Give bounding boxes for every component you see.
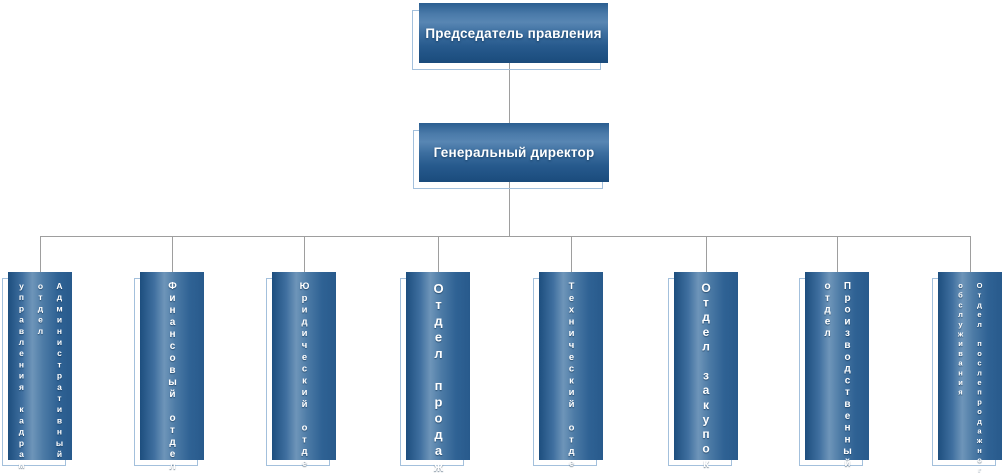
connector-drop-3	[304, 236, 305, 272]
org-node-technical-dept[interactable]: Технический отдел	[533, 272, 603, 473]
node-box: Производственный отдел	[805, 272, 869, 470]
org-node-purchasing-dept[interactable]: Отдел закупок	[668, 272, 738, 471]
node-box: Отдел продаж	[406, 272, 470, 473]
org-node-chairman[interactable]: Председатель правления	[412, 3, 608, 70]
node-label: Производственный отдел	[822, 281, 853, 470]
node-box: Генеральный директор	[419, 123, 609, 182]
node-label: Административный отдел управления кадрам…	[16, 281, 65, 473]
node-box: Отдел закупок	[674, 272, 738, 471]
connector-drop-4	[438, 236, 439, 272]
node-box: Отдел послепродажного обслуживания	[938, 272, 1002, 473]
node-label: Председатель правления	[425, 25, 602, 41]
connector-drop-6	[706, 236, 707, 272]
connector-drop-5	[571, 236, 572, 272]
node-label: Финансовый отдел	[167, 281, 178, 473]
org-node-finance-dept[interactable]: Финансовый отдел	[134, 272, 204, 473]
node-box: Технический отдел	[539, 272, 603, 473]
node-box: Председатель правления	[419, 3, 608, 63]
org-node-production-dept[interactable]: Производственный отдел	[799, 272, 869, 470]
node-label: Технический отдел	[566, 281, 577, 473]
node-box: Юридический отдел	[272, 272, 336, 473]
org-node-aftersales-dept[interactable]: Отдел послепродажного обслуживания	[932, 272, 1002, 473]
node-label: Отдел закупок	[699, 281, 713, 471]
node-label: Отдел продаж	[431, 281, 446, 473]
org-node-ceo[interactable]: Генеральный директор	[413, 123, 609, 189]
node-label: Генеральный директор	[433, 145, 595, 160]
node-box: Финансовый отдел	[140, 272, 204, 473]
node-label: Отдел послепродажного обслуживания	[956, 281, 984, 473]
node-label: Юридический отдел	[299, 281, 310, 473]
org-node-sales-dept[interactable]: Отдел продаж	[400, 272, 470, 473]
connector-ceo-bus	[509, 182, 510, 236]
node-box: Административный отдел управления кадрам…	[8, 272, 72, 473]
connector-bus	[40, 236, 971, 237]
org-node-legal-dept[interactable]: Юридический отдел	[266, 272, 336, 473]
connector-drop-7	[837, 236, 838, 272]
connector-drop-8	[970, 236, 971, 272]
connector-drop-2	[172, 236, 173, 272]
org-node-admin-hr-dept[interactable]: Административный отдел управления кадрам…	[2, 272, 72, 473]
connector-drop-1	[40, 236, 41, 272]
connector-chairman-ceo	[509, 63, 510, 123]
